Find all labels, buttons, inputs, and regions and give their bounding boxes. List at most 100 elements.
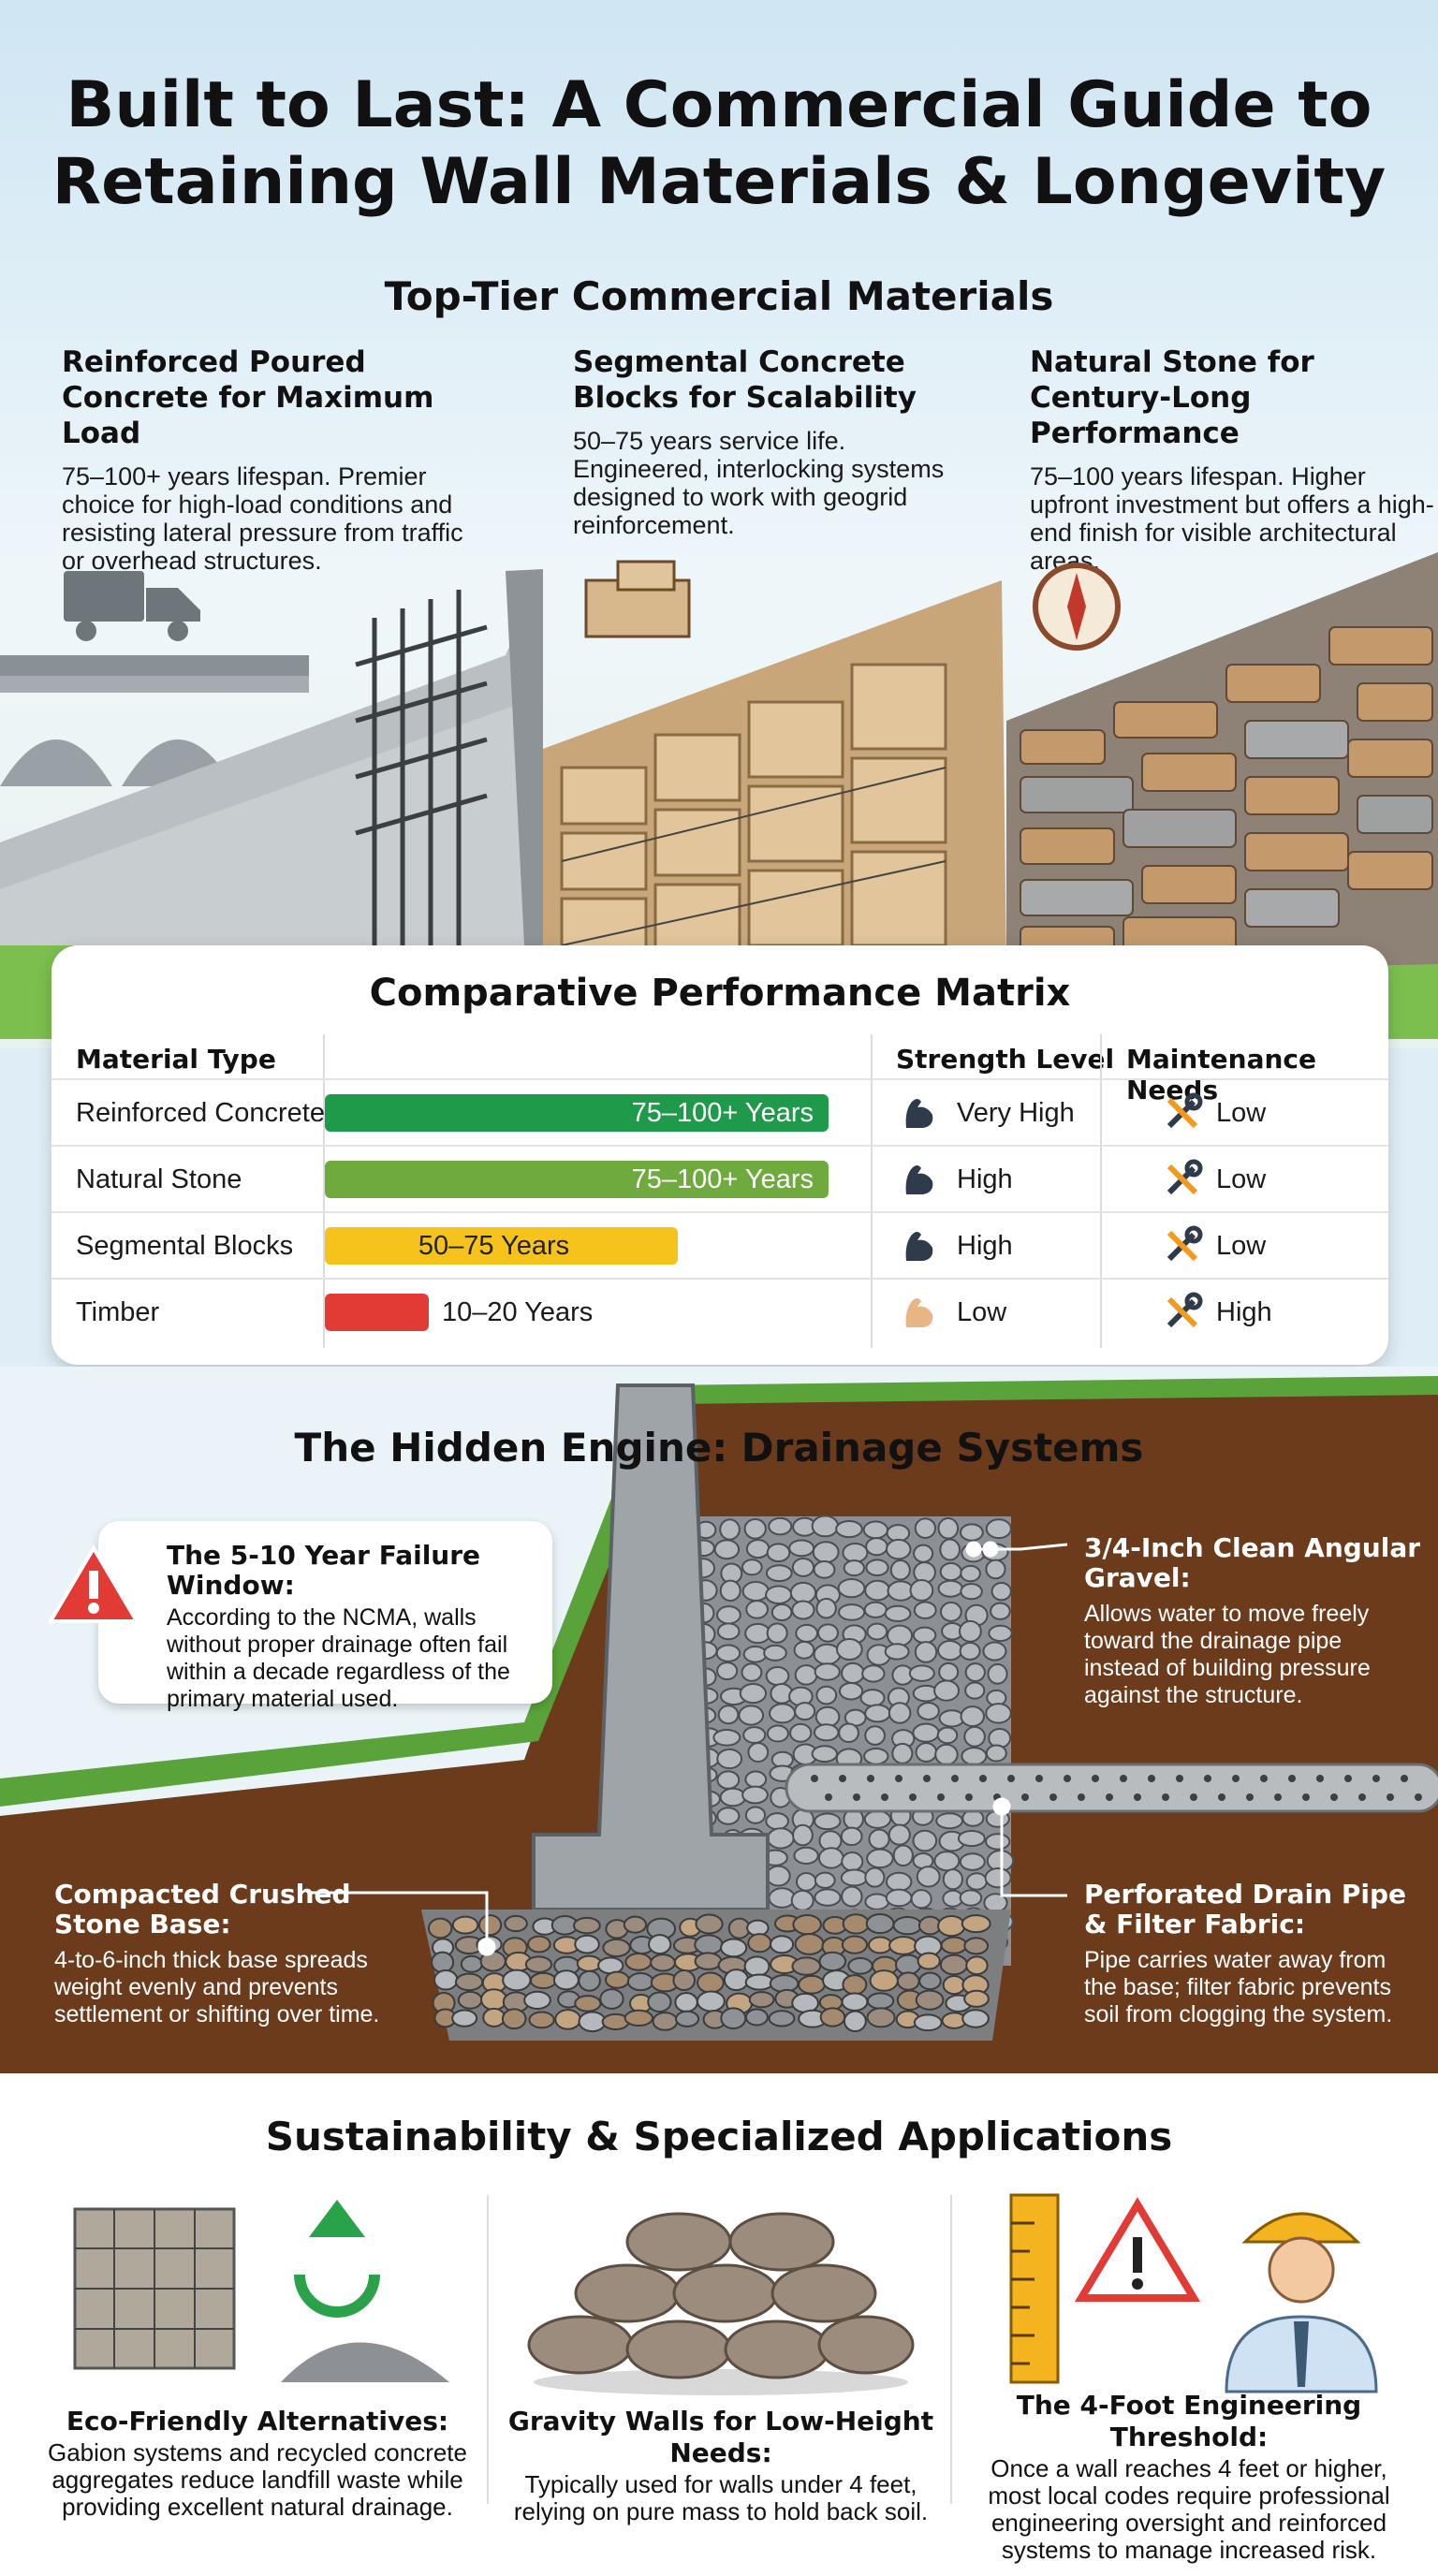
gravel-stone	[961, 1747, 988, 1766]
base-stone	[501, 2008, 527, 2030]
gravel-stone	[744, 1622, 771, 1645]
gravel-stone	[742, 1726, 767, 1744]
pipe-hole	[1316, 1775, 1324, 1782]
pipe-hole	[1232, 1775, 1240, 1782]
gravel-stone	[913, 1601, 937, 1619]
pipe-hole	[1330, 1793, 1338, 1801]
drainage-heading: The Hidden Engine: Drainage Systems	[294, 1425, 1144, 1471]
gravel-stone	[770, 1603, 793, 1622]
callout-title: 3/4-Inch Clean Angular Gravel:	[1084, 1532, 1421, 1593]
lifespan-label: 75–100+ Years	[631, 1098, 814, 1128]
gravel-stone	[864, 1704, 891, 1723]
gravel-stone	[866, 1622, 888, 1641]
sustainability-section	[0, 2073, 1438, 2576]
gravel-stone	[910, 1889, 932, 1910]
puzzle-block-icon	[584, 560, 691, 638]
gravel-stone	[812, 1541, 840, 1564]
pipe-hole	[839, 1775, 846, 1782]
gravel-stone	[864, 1866, 886, 1888]
base-stone	[963, 1989, 990, 2008]
pipe-hole	[1246, 1793, 1254, 1801]
gravel-stone	[744, 1770, 768, 1789]
base-stone	[892, 1916, 923, 1936]
base-stone	[524, 1955, 552, 1973]
gravel-stone	[965, 1872, 988, 1891]
base-stone	[451, 1915, 479, 1935]
gravel-stone	[938, 1661, 960, 1682]
base-stone	[650, 1954, 676, 1972]
base-stone	[695, 1913, 724, 1935]
base-stone	[457, 1990, 483, 2010]
base-stone	[694, 1952, 723, 1970]
gravel-stone	[957, 1830, 986, 1848]
base-stone	[847, 1956, 873, 1975]
gravel-stone	[908, 1664, 935, 1682]
gravel-stone	[814, 1871, 836, 1889]
stone-base-callout: Compacted Crushed Stone Base: 4-to-6-inc…	[54, 1880, 401, 2028]
gravel-stone	[835, 1519, 863, 1539]
maintenance-value: Low	[1216, 1164, 1267, 1194]
gravel-stone	[837, 1577, 866, 1599]
column-text: Typically used for walls under 4 feet, r…	[513, 2470, 929, 2525]
gravel-stone	[794, 1664, 818, 1686]
gravel-stone	[913, 1544, 934, 1563]
pipe-hole	[979, 1775, 987, 1782]
concrete-wall	[0, 569, 543, 945]
gravel-stone	[933, 1851, 961, 1872]
gravel-stone	[838, 1603, 866, 1621]
divider	[871, 1034, 873, 1348]
gravel-stone	[959, 1852, 986, 1871]
base-stone	[578, 2011, 607, 2033]
gravel-stone	[791, 1600, 815, 1620]
base-stone	[599, 1988, 624, 2010]
base-stone	[578, 1969, 601, 1992]
base-stone	[961, 1914, 991, 1934]
gravel-stone	[985, 1703, 1012, 1724]
base-stone	[791, 1956, 822, 1976]
strength-value: Very High	[957, 1098, 1075, 1128]
gravel-stone	[841, 1885, 863, 1908]
base-stone	[866, 1992, 895, 2010]
gravel-stone	[985, 1833, 1011, 1851]
gravel-stone	[768, 1887, 796, 1909]
title-line-1: Built to Last: A Commercial Guide to	[66, 68, 1372, 142]
gravel-stone	[990, 1581, 1012, 1602]
gravel-stone	[765, 1812, 789, 1831]
column-text: Once a wall reaches 4 feet or higher, mo…	[988, 2454, 1390, 2564]
recycle-icon	[294, 2200, 380, 2318]
gravel-stone	[884, 1604, 912, 1622]
gravel-stone	[865, 1537, 888, 1557]
gravity-wall-icon	[527, 2212, 915, 2395]
gravel-stone	[864, 1579, 891, 1602]
callout-text: According to the NCMA, walls without pro…	[167, 1604, 510, 1712]
gravel-stone	[816, 1623, 839, 1643]
gravel-stone	[745, 1600, 770, 1619]
gravel-stone	[765, 1564, 793, 1583]
base-stone	[529, 1971, 557, 1990]
gravel-stone	[795, 1872, 817, 1892]
divider	[1100, 1034, 1102, 1348]
gravel-stone	[840, 1826, 863, 1847]
base-stone	[913, 2013, 943, 2032]
gravel-stone	[835, 1638, 863, 1661]
divider	[950, 2195, 952, 2504]
base-stone	[433, 1969, 459, 1991]
gravel-stone	[840, 1868, 869, 1887]
base-stone	[942, 1975, 966, 1996]
pipe-hole	[1302, 1793, 1310, 1801]
pipe-hole	[1274, 1793, 1282, 1801]
callout-text: Pipe carries water away from the base; f…	[1084, 1947, 1393, 2027]
gravel-stone	[960, 1523, 984, 1542]
base-stone	[937, 1915, 966, 1938]
gravel-stone	[743, 1517, 767, 1540]
gravel-stone	[838, 1682, 864, 1701]
base-stone	[939, 1954, 969, 1976]
lifespan-bar	[325, 1227, 678, 1265]
page-title: Built to Last: A Commercial Guide to Ret…	[0, 67, 1438, 221]
gravel-stone	[934, 1743, 959, 1766]
gabion-cage-icon	[73, 2207, 236, 2370]
pipe-hole	[1078, 1793, 1085, 1801]
sustainability-heading: Sustainability & Specialized Application…	[265, 2114, 1173, 2159]
gravel-stone	[742, 1646, 768, 1663]
